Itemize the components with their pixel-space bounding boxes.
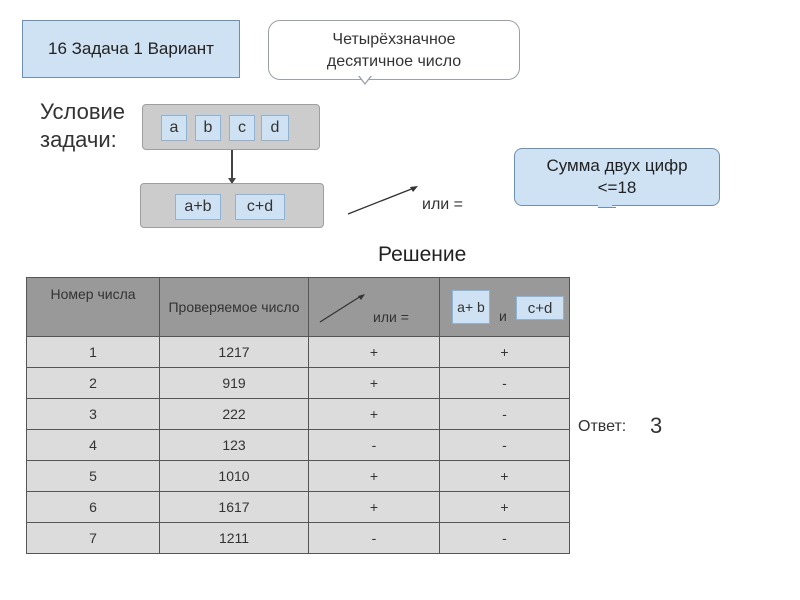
digit-chip-b: b	[195, 115, 221, 141]
callout-line-2: десятичное число	[326, 53, 462, 70]
table-row: 3 222 + -	[26, 398, 570, 430]
cell-number: 5	[26, 460, 160, 492]
condition-label-line-2: задачи:	[40, 127, 117, 152]
cell-value: 123	[159, 429, 309, 461]
bubble-tail	[598, 204, 612, 208]
header-comparison-label: или =	[373, 309, 409, 325]
connector-arrow-tip	[228, 178, 236, 184]
solution-title: Решение	[378, 243, 467, 266]
cell-number: 7	[26, 522, 160, 554]
answer-label: Ответ:	[578, 418, 627, 435]
digit-chip-c: c	[229, 115, 255, 141]
header-comparison: или =	[308, 277, 440, 337]
cell-value: 1617	[159, 491, 309, 523]
cell-value: 919	[159, 367, 309, 399]
header-and-label: и	[499, 308, 507, 324]
header-comparison-wrap: или =	[309, 282, 439, 332]
header-checked-label: Проверяемое число	[168, 299, 300, 315]
cell-value: 1010	[159, 460, 309, 492]
cell-number: 2	[26, 367, 160, 399]
comparison-sign-icon	[319, 294, 365, 323]
solution-table: Номер числа Проверяемое число или = a+ b…	[26, 277, 570, 554]
sum-note-line-2: <=18	[597, 178, 637, 197]
comparison-label: или =	[422, 196, 463, 213]
header-number: Номер числа	[26, 277, 160, 337]
cell-number: 1	[26, 336, 160, 368]
cell-value: 222	[159, 398, 309, 430]
table-row: 2 919 + -	[26, 367, 570, 399]
slide-title: 16 Задача 1 Вариант	[22, 20, 240, 78]
cell-sum: -	[439, 522, 570, 554]
cell-number: 3	[26, 398, 160, 430]
condition-label: Условие задачи:	[40, 98, 125, 154]
cell-comparison: +	[308, 460, 440, 492]
header-chip-cd: c+d	[516, 296, 564, 320]
digits-to-sums-connector	[231, 150, 233, 184]
table-row: 1 1217 + +	[26, 336, 570, 368]
sum-note-bubble: Сумма двух цифр <=18	[514, 148, 720, 206]
cell-number: 4	[26, 429, 160, 461]
cell-sum: -	[439, 429, 570, 461]
table-row: 5 1010 + +	[26, 460, 570, 492]
digit-chip-a: a	[161, 115, 187, 141]
cell-sum: -	[439, 367, 570, 399]
table-header-row: Номер числа Проверяемое число или = a+ b…	[26, 277, 570, 337]
condition-label-line-1: Условие	[40, 99, 126, 124]
comparison-sign-icon	[347, 186, 418, 215]
digit-chip-d: d	[261, 115, 289, 141]
table-row: 6 1617 + +	[26, 491, 570, 523]
sum-note-line-1: Сумма двух цифр	[546, 156, 688, 175]
cell-comparison: +	[308, 491, 440, 523]
header-chip-ab: a+ b	[452, 290, 490, 324]
cell-number: 6	[26, 491, 160, 523]
cell-value: 1217	[159, 336, 309, 368]
header-sums: a+ b и c+d	[439, 277, 570, 337]
table-row: 4 123 - -	[26, 429, 570, 461]
cell-sum: +	[439, 491, 570, 523]
sums-box: a+b c+d	[140, 183, 324, 228]
digits-box: a b c d	[142, 104, 320, 150]
cell-comparison: +	[308, 336, 440, 368]
callout-tail-fill	[359, 75, 371, 83]
cell-comparison: -	[308, 429, 440, 461]
cell-comparison: -	[308, 522, 440, 554]
cell-value: 1211	[159, 522, 309, 554]
cell-sum: +	[439, 460, 570, 492]
cell-comparison: +	[308, 367, 440, 399]
cell-sum: +	[439, 336, 570, 368]
answer-value: 3	[650, 413, 663, 438]
number-callout: Четырёхзначное десятичное число	[268, 20, 520, 80]
header-checked: Проверяемое число	[159, 277, 309, 337]
cell-sum: -	[439, 398, 570, 430]
table-row: 7 1211 - -	[26, 522, 570, 554]
callout-line-1: Четырёхзначное	[332, 31, 456, 48]
sum-chip-ab: a+b	[175, 194, 221, 220]
cell-comparison: +	[308, 398, 440, 430]
sum-chip-cd: c+d	[235, 194, 285, 220]
header-sums-wrap: a+ b и c+d	[440, 282, 569, 332]
bubble-tail-edge	[598, 207, 616, 208]
